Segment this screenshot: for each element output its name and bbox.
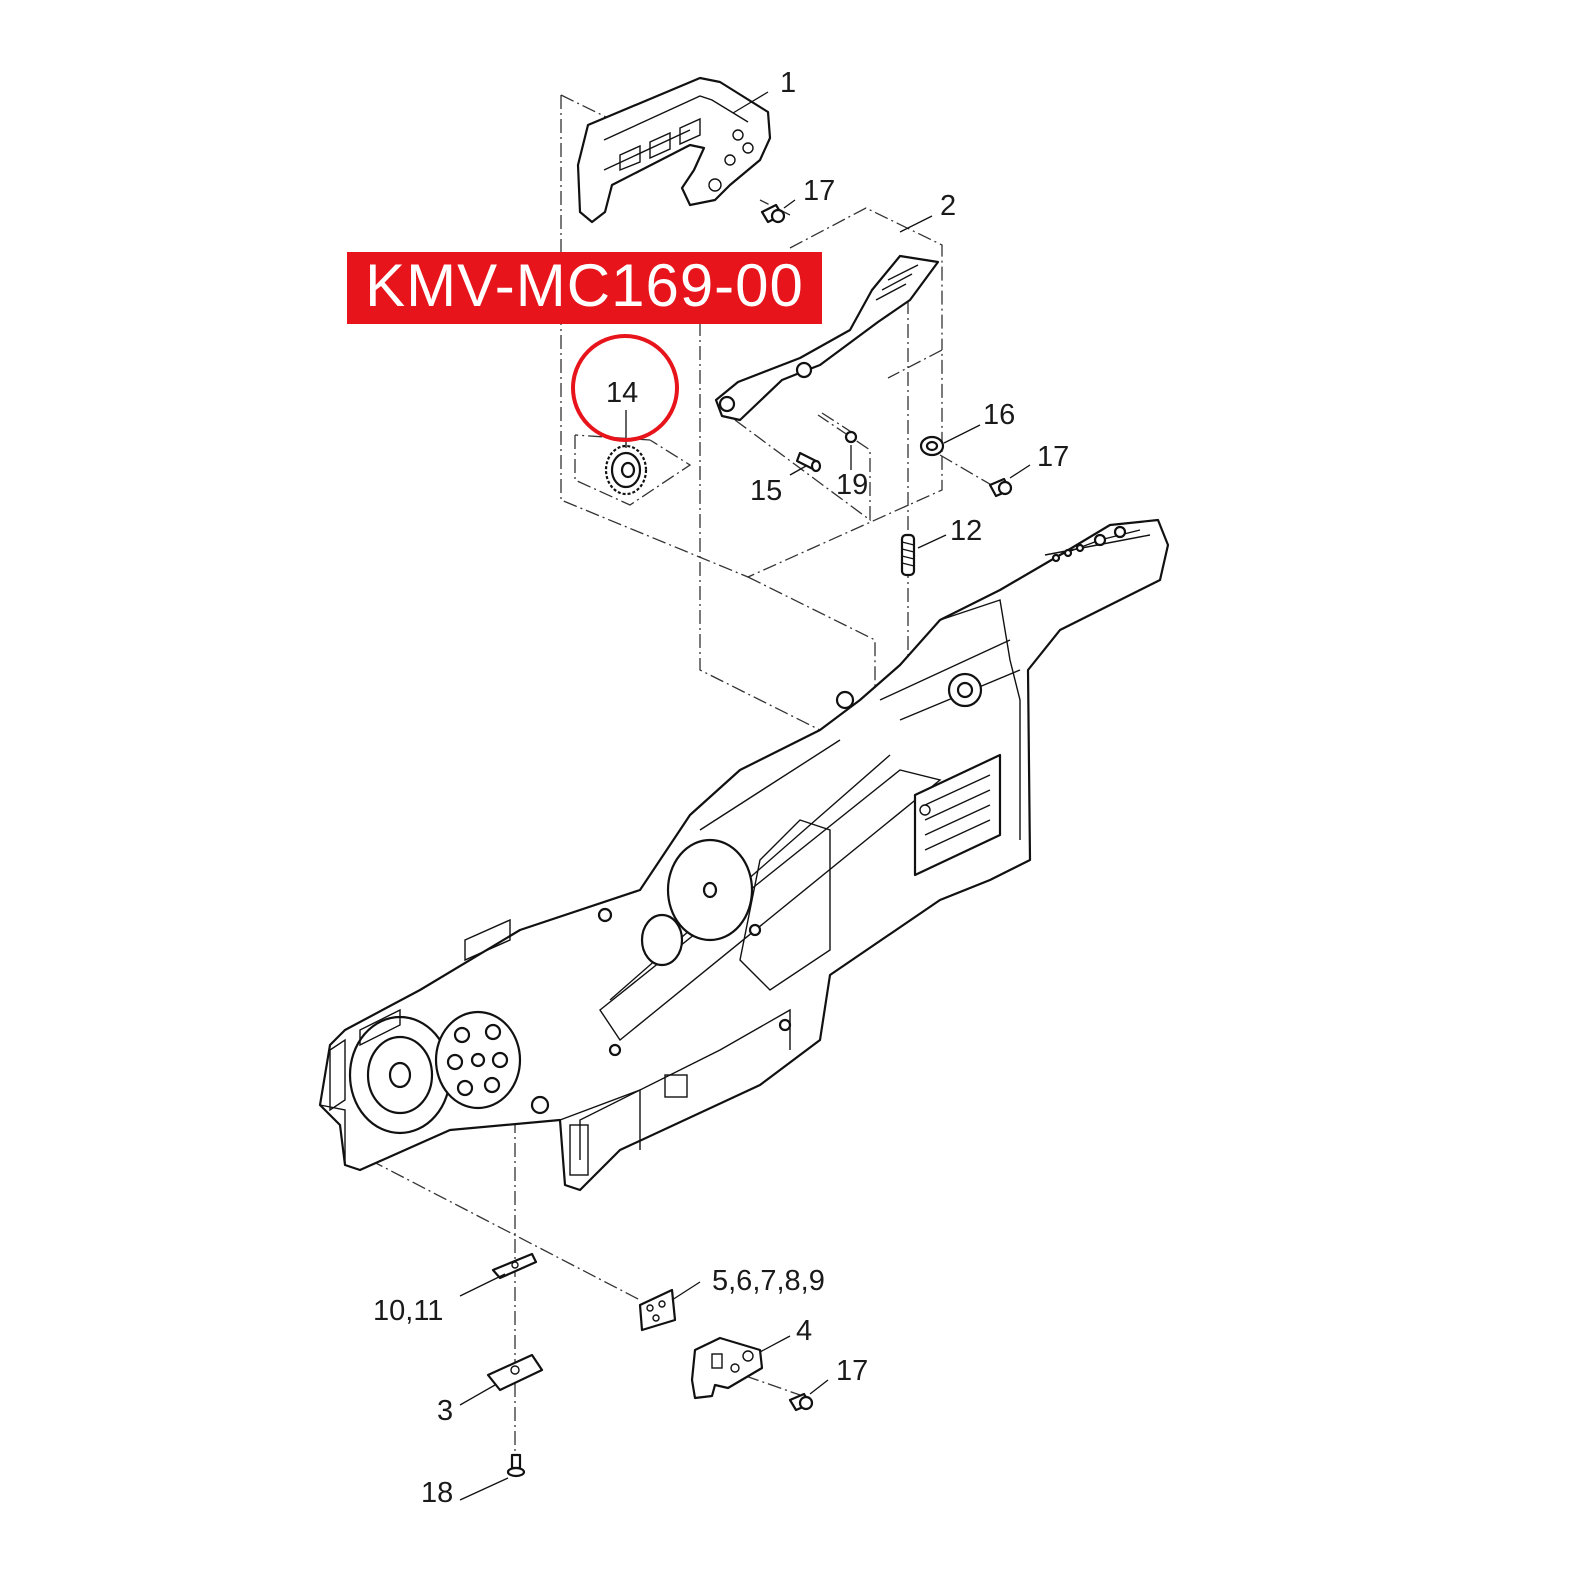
part-17-screw-bottom — [788, 1392, 814, 1412]
label-part-1: 1 — [780, 67, 796, 99]
part-code-banner — [347, 252, 822, 324]
part-19-screw — [844, 430, 858, 444]
label-part-17-mid: 17 — [1037, 441, 1069, 473]
label-part-18: 18 — [421, 1477, 453, 1509]
part-17-screw-top — [760, 203, 786, 224]
part-15-pin — [795, 451, 822, 473]
part-3-plate — [486, 1353, 544, 1392]
label-part-17-bottom: 17 — [836, 1355, 868, 1387]
part-1-handle — [576, 76, 772, 224]
part-code-text: KMV-MC169-00 — [365, 252, 804, 319]
label-part-14: 14 — [606, 377, 638, 409]
part-10-11-plate — [491, 1252, 538, 1280]
part-18-screw — [506, 1453, 526, 1478]
part-5-9-shim — [638, 1288, 677, 1332]
label-part-5-9: 5,6,7,8,9 — [712, 1265, 825, 1297]
label-part-12: 12 — [950, 515, 982, 547]
part-12-spring — [900, 533, 916, 577]
part-14-gear — [604, 444, 648, 496]
label-part-10-11: 10,11 — [373, 1295, 443, 1327]
part-16-bushing — [919, 435, 945, 457]
feeder-body — [318, 518, 1170, 1192]
label-part-15: 15 — [750, 475, 782, 507]
part-4-bracket — [690, 1336, 764, 1400]
highlight-circle — [571, 334, 679, 442]
label-part-16: 16 — [983, 399, 1015, 431]
label-part-4: 4 — [796, 1315, 812, 1347]
part-17-screw-mid — [988, 477, 1013, 498]
part-2-lever — [714, 254, 940, 422]
label-part-2: 2 — [940, 190, 956, 222]
label-part-19: 19 — [836, 469, 868, 501]
label-part-17-top: 17 — [803, 175, 835, 207]
label-part-3: 3 — [437, 1395, 453, 1427]
